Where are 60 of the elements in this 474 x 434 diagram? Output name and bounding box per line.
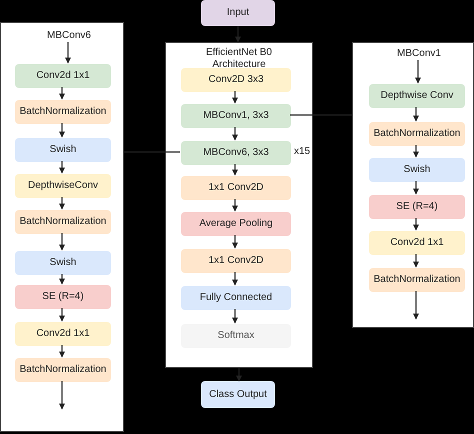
arrow [232,164,238,176]
arrow [65,42,71,64]
arrow [232,199,238,212]
arrow [415,60,421,84]
layer-box: 1x1 Conv2D [181,176,291,200]
panel-title: EfficientNet B0 Architecture [205,47,273,71]
arrow [59,123,65,138]
layer-box: Swish [15,138,111,162]
arrow [59,197,65,210]
layer-box: Conv2D 3x3 [181,68,291,92]
layer-box: Swish [369,158,465,182]
layer-box: SE (R=4) [369,195,465,219]
arrow [235,26,241,43]
connector-line [290,114,352,116]
layer-box: Softmax [181,324,291,348]
layer-box: Fully Connected [181,286,291,310]
arrow [413,218,419,231]
panel-background [0,22,124,432]
layer-box: BatchNormalization [369,122,465,146]
arrow [59,233,65,251]
repeat-count: x15 [294,146,310,158]
arrow [232,235,238,249]
panel-background [165,42,313,368]
layer-box: MBConv6, 3x3 [181,141,291,165]
layer-box: 1x1 Conv2D [181,249,291,273]
block-heading: MBConv1 [366,47,472,61]
layer-box: Conv2d 1x1 [15,64,111,88]
arrow [59,308,65,322]
block-heading: MBConv6 [21,29,117,43]
connector-line [124,151,180,153]
layer-box: Conv2d 1x1 [15,322,111,346]
layer-box: Depthwise Conv [369,84,465,108]
arrow [232,127,238,141]
layer-box: MBConv1, 3x3 [181,104,291,128]
layer-box: BatchNormalization [369,268,465,292]
arrow [59,345,65,358]
layer-box: Class Output [201,381,275,408]
layer-box: BatchNormalization [15,100,111,124]
arrow [59,274,65,285]
arrow [413,145,419,158]
layer-box: BatchNormalization [15,210,111,234]
arrow [59,87,65,100]
arrow [59,381,65,410]
arrow [413,107,419,122]
arrow [232,91,238,104]
arrow [413,291,419,320]
layer-box: SE (R=4) [15,285,111,309]
arrow [232,309,238,324]
arrow [59,161,65,174]
layer-box: Input [201,0,275,26]
layer-box: Swish [15,251,111,275]
layer-box: Conv2d 1x1 [369,231,465,255]
arrow [413,254,419,268]
layer-box: BatchNormalization [15,358,111,382]
layer-box: DepthwiseConv [15,174,111,198]
panel-background [352,42,474,328]
arrow [413,181,419,195]
layer-box: Average Pooling [181,212,291,236]
arrow [232,272,238,286]
arrow [236,368,242,382]
